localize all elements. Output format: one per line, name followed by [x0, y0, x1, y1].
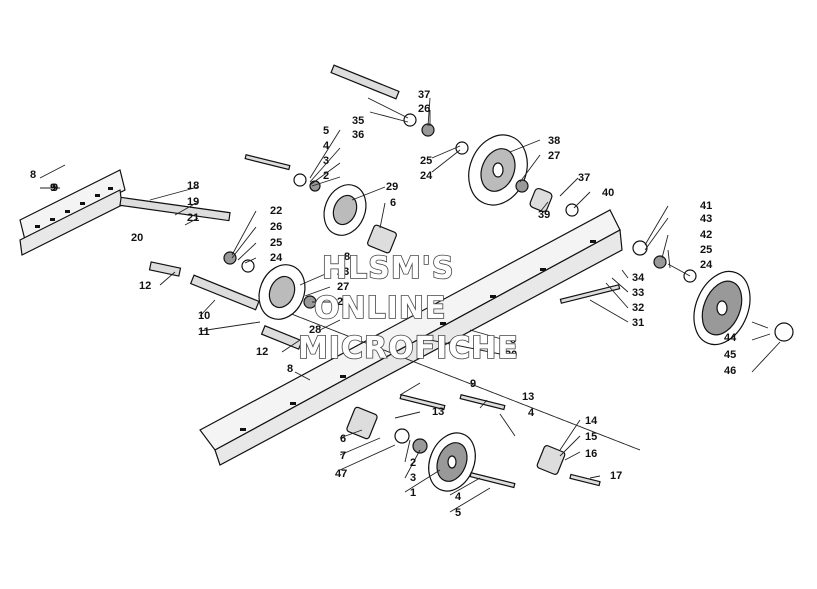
callout-9-c: 9: [470, 378, 476, 390]
callout-19: 19: [187, 196, 199, 208]
callout-4-c: 4: [455, 491, 462, 503]
callout-32: 32: [632, 302, 644, 314]
callout-2-b: 2: [410, 457, 416, 469]
callout-37-a: 37: [418, 89, 430, 101]
left-rail: [19, 169, 126, 256]
watermark: HLSM'S ONLINE MICROFICHE: [297, 250, 519, 367]
callout-5-a: 5: [323, 125, 329, 137]
callout-33: 33: [632, 287, 644, 299]
right-rail: [199, 209, 623, 466]
callout-3-b: 3: [410, 472, 416, 484]
callout-22-b: 22: [337, 296, 349, 308]
callout-9-a: 9: [52, 182, 58, 194]
wheel-right: [693, 270, 751, 346]
callout-23: 23: [337, 266, 349, 278]
callout-45: 45: [724, 349, 736, 361]
watermark-line-3: MICROFICHE: [298, 331, 519, 366]
callout-30: 30: [505, 349, 517, 361]
callout-1: 1: [410, 487, 416, 499]
callout-8-a: 8: [344, 251, 350, 263]
callout-42: 42: [700, 229, 712, 241]
callout-6-b: 6: [340, 433, 346, 445]
callout-28: 28: [309, 324, 321, 336]
callout-46: 46: [724, 365, 736, 377]
callout-24-c: 24: [700, 259, 713, 271]
wheel-mid-lower: [258, 264, 306, 320]
callout-18: 18: [187, 180, 199, 192]
callout-4-a: 4: [323, 140, 330, 152]
axles: [119, 64, 641, 451]
callout-34: 34: [632, 272, 645, 284]
callout-24-a: 24: [420, 170, 433, 182]
callout-13-b: 13: [432, 406, 444, 418]
callout-7: 7: [340, 450, 346, 462]
callout-40: 40: [602, 187, 614, 199]
wheel-mid-upper: [323, 184, 367, 236]
callout-27-a: 27: [548, 150, 560, 162]
callout-10: 10: [198, 310, 210, 322]
callout-4-b: 4: [528, 407, 535, 419]
callout-26-a: 26: [418, 103, 430, 115]
callout-44: 44: [724, 332, 737, 344]
small-parts: [223, 113, 794, 489]
wheel-top: [468, 134, 528, 206]
watermark-line-2: ONLINE: [314, 291, 447, 326]
callout-31: 31: [632, 317, 644, 329]
callout-12-a: 12: [139, 280, 151, 292]
callout-25-a: 25: [420, 155, 432, 167]
callout-27-b: 27: [337, 281, 349, 293]
callout-16: 16: [585, 448, 597, 460]
callout-2-a: 2: [323, 170, 329, 182]
callout-labels: 37 26 35 36 25 24 38 27 37 39 40 5 4 3 2…: [30, 89, 737, 519]
callout-21: 21: [187, 212, 199, 224]
callout-26-b: 26: [270, 221, 282, 233]
callout-47: 47: [335, 468, 347, 480]
callout-43: 43: [700, 213, 712, 225]
callout-39: 39: [538, 209, 550, 221]
callout-8-c: 8: [30, 169, 36, 181]
callout-15: 15: [585, 431, 597, 443]
callout-25-c: 25: [700, 244, 712, 256]
callout-8-b: 8: [510, 334, 516, 346]
callout-38: 38: [548, 135, 560, 147]
watermark-line-1: HLSM'S: [322, 251, 454, 286]
callout-25-b: 25: [270, 237, 282, 249]
callout-8-d: 8: [287, 363, 293, 375]
callout-41: 41: [700, 200, 712, 212]
callout-12-b: 12: [256, 346, 268, 358]
callout-11: 11: [198, 326, 210, 338]
callout-13-a: 13: [522, 391, 534, 403]
callout-5-b: 5: [455, 507, 461, 519]
callout-6-a: 6: [390, 197, 396, 209]
callout-37-b: 37: [578, 172, 590, 184]
callout-36: 36: [352, 129, 364, 141]
callout-29: 29: [386, 181, 398, 193]
callout-35: 35: [352, 115, 364, 127]
callout-24-b: 24: [270, 252, 283, 264]
callout-20: 20: [131, 232, 143, 244]
leader-lines: [39, 97, 781, 513]
callout-17: 17: [610, 470, 622, 482]
wheel-bottom: [428, 432, 476, 492]
callout-3-a: 3: [323, 155, 329, 167]
callout-14: 14: [585, 415, 598, 427]
callout-9-b: 9: [50, 182, 56, 194]
callout-22-a: 22: [270, 205, 282, 217]
